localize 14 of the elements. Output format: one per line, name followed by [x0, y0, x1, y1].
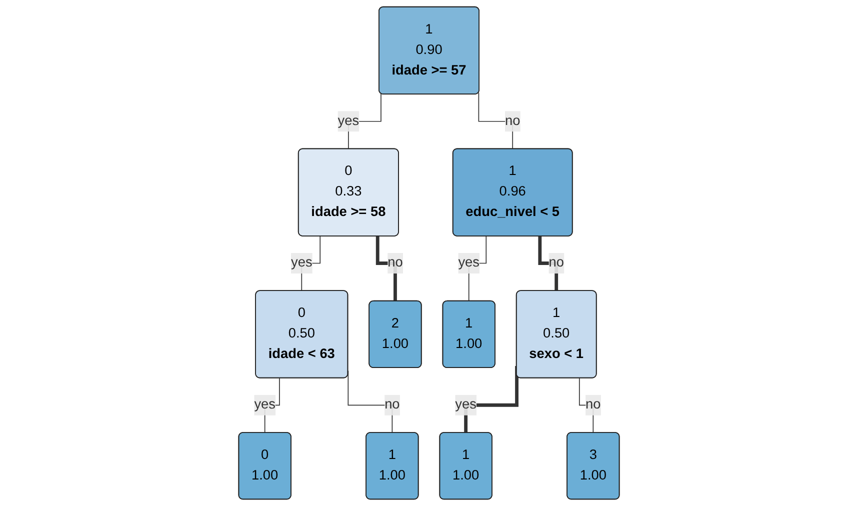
- connector: [578, 378, 594, 434]
- edge-label: no: [504, 114, 520, 128]
- edge-label: no: [586, 397, 601, 412]
- edge-label: yes: [455, 397, 476, 412]
- connector: [538, 236, 558, 293]
- edge-label: no: [388, 256, 403, 270]
- edge-label: no: [548, 256, 564, 270]
- edge-label: yes: [338, 114, 360, 128]
- edge-label: no: [384, 397, 400, 412]
- edge-label: yes: [291, 256, 312, 270]
- connector: [376, 236, 398, 303]
- edge-label: yes: [254, 397, 276, 412]
- edge-label: yes: [458, 256, 480, 270]
- connector: [478, 92, 514, 150]
